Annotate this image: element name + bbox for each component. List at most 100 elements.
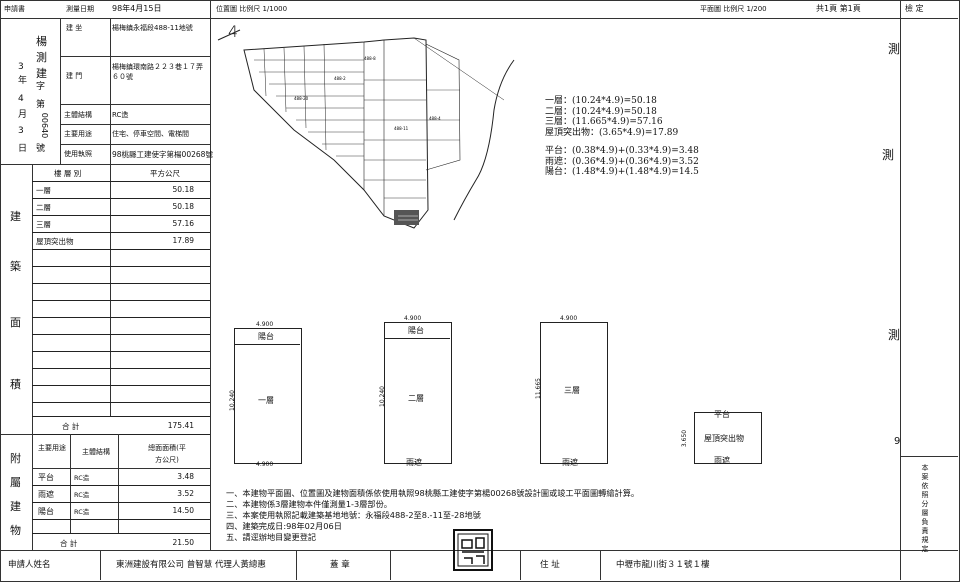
area-row: 二層 50.18 (32, 198, 210, 216)
acc-struct: RC造 (74, 491, 90, 499)
header-area: 平方公尺 (150, 169, 180, 178)
acc-row: 平台 RC造 3.48 (32, 468, 210, 486)
acc-row: 陽台 RC造 14.50 (32, 502, 210, 520)
seal-stamp (453, 529, 493, 571)
acc-side-char-3: 建 (10, 500, 21, 513)
north-arrow: 4 (228, 22, 239, 41)
floor2-width: 4.900 (404, 315, 422, 322)
info-block-divider (60, 18, 111, 164)
area-side-char-4: 積 (10, 378, 21, 391)
area-empty-row (32, 368, 210, 386)
notes-block: 一、本建物平面圖、位置圖及建物面積係依使用執照98桃縣工建使字第楊00268號設… (226, 488, 639, 543)
year-char-5: 3 (18, 126, 24, 136)
area-row: 屋頂突出物 17.89 (32, 232, 210, 250)
info-row-line (0, 164, 210, 165)
footer-divider (100, 550, 101, 580)
info-row-line (60, 144, 210, 145)
note-line: 一、本建物平面圖、位置圖及建物面積係依使用執照98桃縣工建使字第楊00268號設… (226, 488, 640, 498)
acc-total-row: 合 計 21.50 (32, 534, 210, 550)
structure-value: RC造 (112, 111, 129, 119)
applicant-label: 申請書 (4, 5, 25, 13)
area-side-char-1: 建 (10, 210, 21, 223)
id-char-4: 字 (36, 82, 46, 92)
note-line: 三、本案使用執照記載建築基地地號：永福段488-2至8.-11至-28地號 (226, 510, 481, 520)
page-info: 共1頁 第1頁 (816, 4, 861, 13)
floor-area: 50.18 (172, 202, 194, 211)
acc-row: 雨遮 RC造 3.52 (32, 485, 210, 503)
location-scale: 位置圖 比例尺 1/1000 (216, 5, 288, 13)
acc-header (32, 434, 210, 469)
equation-line: 陽台：(1.48*4.9)+(1.48*4.9)=14.5 (545, 167, 699, 177)
floor2-label: 二層 (408, 394, 424, 403)
header-strip (0, 0, 958, 19)
floor-name: 屋頂突出物 (36, 237, 74, 246)
right-mark: 測 (882, 148, 895, 162)
floor3-plan (540, 322, 608, 464)
address-label: 住 址 (540, 560, 560, 570)
survey-date: 98年4月15日 (112, 4, 162, 13)
area-total-label: 合 計 (62, 422, 80, 431)
footer-row (0, 550, 958, 551)
right-mark: 9 (894, 436, 901, 447)
floor1-label: 一層 (258, 396, 274, 405)
right-note-char: 本 (921, 464, 929, 472)
floor-area: 50.18 (172, 185, 194, 194)
floor2-height: 10.240 (379, 386, 386, 407)
seal-label: 蓋 章 (330, 560, 350, 570)
floor2-balcony: 陽台 (408, 326, 424, 335)
equation-line: 平台：(0.38*4.9)+(0.33*4.9)=3.48 (545, 146, 699, 156)
roof-plan (694, 412, 762, 464)
use-value: 住宅、停車空間、電梯間 (112, 130, 189, 138)
floor1-balcony-line (234, 344, 300, 345)
acc-side-char-1: 附 (10, 452, 21, 465)
equation-line (545, 138, 699, 146)
acc-total-label: 合 計 (60, 539, 78, 548)
floor-area: 57.16 (172, 219, 194, 228)
lot-number-label: 488-4 (429, 116, 441, 121)
id-char-1: 楊 (36, 35, 47, 48)
acc-use: 陽台 (38, 507, 54, 516)
check-label: 檢 定 (905, 4, 924, 13)
permit-label: 使用執照 (64, 150, 92, 158)
right-mark: 測 (888, 328, 901, 342)
roof-label: 屋頂突出物 (704, 434, 744, 443)
note-line: 五、請逕辦地目變更登記 (226, 532, 317, 542)
area-row: 一層 50.18 (32, 181, 210, 199)
right-note-char: 層 (921, 509, 929, 517)
area-empty-row (32, 317, 210, 335)
building-label: 建 坐 (66, 24, 83, 32)
left-id-block (0, 18, 61, 164)
area-row: 三層 57.16 (32, 215, 210, 233)
id-char-3: 建 (36, 67, 47, 80)
acc-struct: RC造 (74, 508, 90, 516)
area-empty-row (32, 402, 210, 417)
floor1-height: 10.240 (229, 390, 236, 411)
acc-use: 雨遮 (38, 490, 54, 499)
right-note-box (900, 456, 958, 551)
floor-name: 三層 (36, 220, 51, 229)
building-value: 楊梅鎮永福段488-11地號 (112, 24, 193, 32)
area-side-col (0, 164, 33, 434)
floor2-awning: 雨遮 (406, 458, 422, 467)
footer-divider (520, 550, 521, 580)
plan-scale: 平面圖 比例尺 1/200 (700, 5, 767, 13)
acc-side-char-4: 物 (10, 524, 21, 537)
floor3-height: 11.665 (535, 378, 542, 399)
right-strip-border (900, 0, 901, 580)
structure-label: 主體結構 (64, 111, 92, 119)
accessory-side-col (0, 434, 33, 551)
id-char-6: 號 (36, 144, 46, 154)
equation-line: 屋頂突出物：(3.65*4.9)=17.89 (545, 127, 679, 138)
floor1-plan (234, 328, 302, 464)
right-note-char: 依 (921, 482, 929, 490)
equation-line: 雨遮：(0.36*4.9)+(0.36*4.9)=3.52 (545, 156, 699, 167)
lot-number-label: 488-11 (394, 126, 409, 131)
left-panel-border (210, 0, 211, 550)
year-char-3: 4 (18, 94, 24, 104)
info-row-line (60, 56, 210, 57)
footer-divider (600, 550, 601, 580)
header-floor: 樓 層 別 (54, 169, 82, 178)
floor2-balcony-line (384, 338, 450, 339)
floor1-balcony: 陽台 (258, 332, 274, 341)
id-char-2: 測 (36, 51, 47, 64)
